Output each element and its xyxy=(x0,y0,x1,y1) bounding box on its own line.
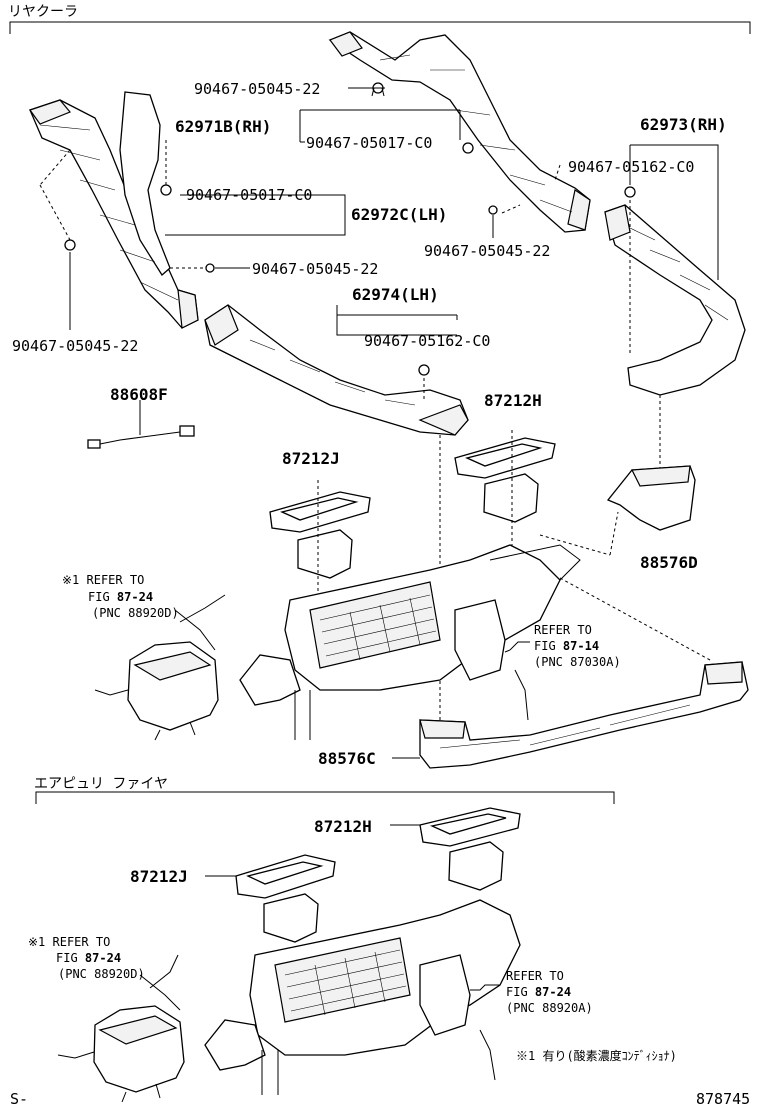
duct-88576c-drawing xyxy=(419,577,749,769)
purifier-unit-lower-drawing xyxy=(57,954,185,1103)
duct-62971b-drawing xyxy=(328,31,591,233)
label-grille-87212j-upper: 87212J xyxy=(282,449,340,468)
rear-cooler-unit-drawing xyxy=(239,544,581,740)
footer-left: S- xyxy=(10,1090,28,1108)
label-grille-87212j-lower: 87212J xyxy=(130,867,188,886)
ref-d-line2: FIG 87-24 xyxy=(506,985,571,999)
ref-b-line2: FIG 87-14 xyxy=(534,639,599,653)
label-duct-88576d: 88576D xyxy=(640,553,698,572)
duct-88576d-drawing xyxy=(539,465,696,556)
label-screw-90467-05045-22-top: 90467-05045-22 xyxy=(194,80,320,98)
duct-62973-drawing xyxy=(604,204,746,396)
clip-icon xyxy=(418,364,430,376)
grille-87212j-lower-drawing xyxy=(205,854,336,943)
clip-icon xyxy=(462,142,474,154)
label-duct-62974: 62974(LH) xyxy=(352,285,439,304)
label-screw-90467-05045-22-mid: 90467-05045-22 xyxy=(252,260,378,278)
wire-harness-88608f-drawing xyxy=(87,400,195,449)
duct-62972c-drawing xyxy=(29,91,199,329)
grille-87212j-upper-drawing xyxy=(269,480,371,595)
ref-a-line2: FIG 87-24 xyxy=(88,590,153,604)
clip-icon xyxy=(624,186,636,198)
ref-a-pnc: (PNC 88920D) xyxy=(92,606,179,620)
duct-62974-drawing xyxy=(204,304,469,436)
section-bracket-rear-cooler xyxy=(9,21,751,34)
ref-c-line1: ※1 REFER TO xyxy=(28,935,110,949)
ref-d-pnc: (PNC 88920A) xyxy=(506,1001,593,1015)
ref-c-line2: FIG 87-24 xyxy=(56,951,121,965)
label-clip-90467-05162-c0-top: 90467-05162-C0 xyxy=(568,158,694,176)
label-duct-88576c: 88576C xyxy=(318,749,376,768)
label-duct-62972c: 62972C(LH) xyxy=(351,205,447,224)
label-grille-87212h-lower: 87212H xyxy=(314,817,372,836)
purifier-unit-upper-drawing xyxy=(94,594,226,741)
label-screw-90467-05045-22-right: 90467-05045-22 xyxy=(424,242,550,260)
footnote: ※1 有り(酸素濃度ｺﾝﾃﾞｨｼｮﾅ) xyxy=(516,1048,677,1063)
air-purifier-unit-drawing xyxy=(204,899,521,1095)
grille-87212h-lower-drawing xyxy=(390,807,521,891)
clip-icon xyxy=(160,184,172,196)
label-wire-88608f: 88608F xyxy=(110,385,168,404)
fastener-icons xyxy=(64,82,636,376)
label-duct-62971b: 62971B(RH) xyxy=(175,117,271,136)
label-grille-87212h-upper: 87212H xyxy=(484,391,542,410)
ref-a-line1: ※1 REFER TO xyxy=(62,573,144,587)
ref-b-pnc: (PNC 87030A) xyxy=(534,655,621,669)
label-duct-62973: 62973(RH) xyxy=(640,115,727,134)
section-title-air-purifier: エアピュリ ファイヤ xyxy=(34,776,168,792)
screw-icon xyxy=(488,205,498,215)
label-screw-90467-05045-22-left: 90467-05045-22 xyxy=(12,337,138,355)
label-clip-90467-05017-c0-right: 90467-05017-C0 xyxy=(306,134,432,152)
ref-d-line1: REFER TO xyxy=(506,969,564,983)
ref-b-line1: REFER TO xyxy=(534,623,592,637)
screw-icon xyxy=(205,263,215,273)
section-bracket-air-purifier xyxy=(35,791,615,804)
grille-87212h-upper-drawing xyxy=(454,430,556,560)
screw-icon xyxy=(64,239,76,251)
label-clip-90467-05162-c0-mid: 90467-05162-C0 xyxy=(364,332,490,350)
label-clip-90467-05017-c0-left: 90467-05017-C0 xyxy=(186,186,312,204)
section-title-rear-cooler: リヤクーラ xyxy=(8,4,78,20)
ref-c-pnc: (PNC 88920D) xyxy=(58,967,145,981)
footer-right: 878745 xyxy=(696,1090,750,1108)
